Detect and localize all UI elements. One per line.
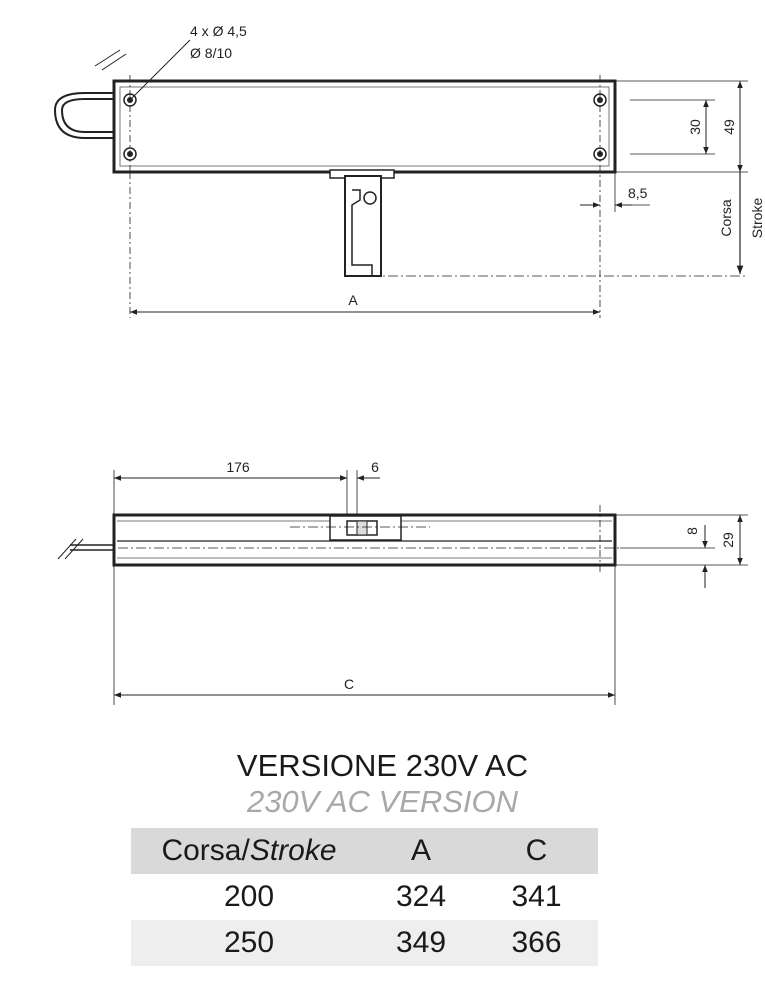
dim-c-label: C [344, 676, 354, 692]
dimensions-table: Corsa/Stroke A C 200 324 341 250 349 366 [131, 828, 598, 966]
stroke-label-it: Corsa [718, 199, 734, 237]
cell-stroke: 200 [223, 880, 275, 913]
side-view: 176 6 8 29 C [57, 459, 748, 705]
top-view: 4 x Ø 4,5 Ø 8/10 30 49 8,5 [53, 23, 765, 318]
table-title: VERSIONE 230V AC [236, 748, 529, 783]
cell-stroke: 250 [223, 926, 275, 959]
cell-c: 341 [511, 880, 562, 913]
table-subtitle: 230V AC VERSION [246, 784, 519, 819]
header-c: C [525, 834, 548, 867]
cell-a: 349 [395, 926, 447, 959]
cell-a: 324 [395, 880, 447, 913]
dim-8-5-label: 8,5 [628, 185, 648, 201]
power-cable [53, 92, 114, 139]
dim-8-label: 8 [684, 527, 700, 535]
chain-bracket [329, 169, 395, 277]
holes-note-line1: 4 x Ø 4,5 [190, 23, 247, 39]
dim-49-label: 49 [721, 119, 737, 135]
table-row: 250 349 366 [131, 920, 598, 966]
dim-a-label: A [348, 292, 358, 308]
stroke-label-en: Stroke [749, 198, 765, 239]
holes-note-line2: Ø 8/10 [190, 45, 232, 61]
header-stroke: Corsa/Stroke [131, 828, 367, 874]
header-stroke-it: Corsa/ [161, 834, 250, 867]
dim-29-label: 29 [720, 532, 736, 548]
cell-c: 366 [511, 926, 562, 959]
dim-6-label: 6 [371, 459, 379, 475]
actuator-body-top [112, 79, 617, 174]
table-row: 200 324 341 [131, 874, 598, 920]
dim-30-label: 30 [687, 119, 703, 135]
dim-176-label: 176 [226, 459, 250, 475]
header-a: A [410, 834, 431, 867]
header-stroke-en: Stroke [249, 834, 337, 867]
table-header-row: Corsa/Stroke A C [131, 828, 598, 874]
